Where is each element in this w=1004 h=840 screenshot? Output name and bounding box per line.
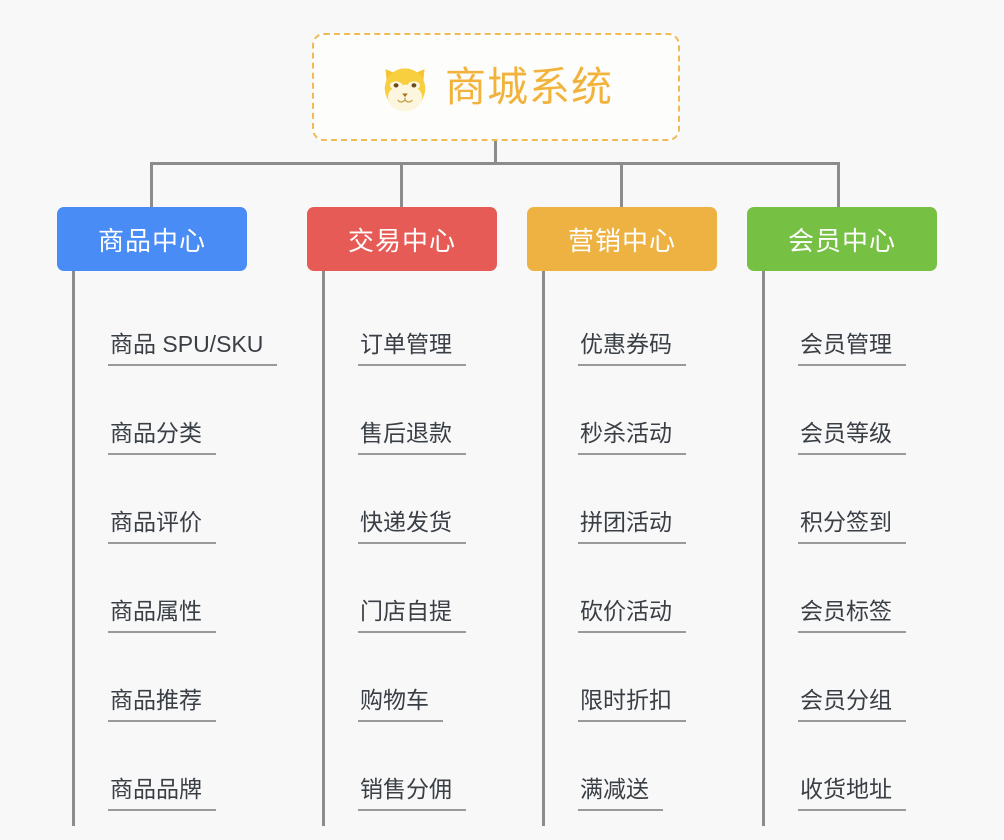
leaf-item[interactable]: 商品推荐 [75, 633, 247, 722]
category-header-4-label: 会员中心 [787, 225, 896, 256]
leaf-item[interactable]: 积分签到 [765, 455, 937, 544]
leaf-item[interactable]: 会员标签 [765, 544, 937, 633]
leaf-label: 商品评价 [108, 508, 216, 544]
leaf-item[interactable]: 商品评价 [75, 455, 247, 544]
leaf-item[interactable]: 会员管理 [765, 277, 937, 366]
leaf-item[interactable]: 满减送 [545, 722, 717, 811]
branch-spine-2: 订单管理 售后退款 快递发货 门店自提 购物车 销售分佣 [322, 271, 497, 826]
leaf-label: 商品 SPU/SKU [108, 330, 278, 366]
connector-drop-4 [837, 162, 840, 209]
leaf-label: 售后退款 [358, 419, 466, 455]
leaf-label: 订单管理 [358, 330, 466, 366]
root-node[interactable]: 商城系统 [312, 33, 680, 141]
leaf-label: 商品分类 [108, 419, 216, 455]
leaf-label: 快递发货 [358, 508, 466, 544]
leaf-item[interactable]: 订单管理 [325, 277, 497, 366]
leaf-item[interactable]: 购物车 [325, 633, 497, 722]
branch-column-1: 商品中心 商品 SPU/SKU 商品分类 商品评价 商品属性 商品推荐 商品品牌 [57, 207, 278, 826]
leaf-label: 商品属性 [108, 597, 216, 633]
leaf-item[interactable]: 优惠券码 [545, 277, 717, 366]
category-header-2-label: 交易中心 [347, 225, 456, 256]
connector-drop-2 [400, 162, 403, 209]
connector-drop-3 [620, 162, 623, 209]
leaf-label: 会员等级 [798, 419, 906, 455]
branch-column-2: 交易中心 订单管理 售后退款 快递发货 门店自提 购物车 销售分佣 [307, 207, 497, 826]
category-header-2[interactable]: 交易中心 [307, 207, 497, 271]
leaf-label: 会员标签 [798, 597, 906, 633]
leaf-label: 积分签到 [798, 508, 906, 544]
leaf-label: 购物车 [358, 686, 443, 722]
category-header-1-label: 商品中心 [97, 225, 206, 256]
branch-spine-4: 会员管理 会员等级 积分签到 会员标签 会员分组 收货地址 [762, 271, 937, 826]
leaf-item[interactable]: 会员分组 [765, 633, 937, 722]
leaf-item[interactable]: 商品分类 [75, 366, 247, 455]
leaf-label: 满减送 [578, 775, 663, 811]
category-header-3[interactable]: 营销中心 [527, 207, 717, 271]
category-header-4[interactable]: 会员中心 [747, 207, 937, 271]
leaf-item[interactable]: 收货地址 [765, 722, 937, 811]
root-title: 商城系统 [445, 63, 613, 110]
leaf-label: 砍价活动 [578, 597, 686, 633]
leaf-item[interactable]: 快递发货 [325, 455, 497, 544]
connector-drop-1 [150, 162, 153, 209]
leaf-item[interactable]: 会员等级 [765, 366, 937, 455]
branch-column-4: 会员中心 会员管理 会员等级 积分签到 会员标签 会员分组 收货地址 [747, 207, 937, 826]
leaf-item[interactable]: 商品品牌 [75, 722, 247, 811]
branch-column-3: 营销中心 优惠券码 秒杀活动 拼团活动 砍价活动 限时折扣 满减送 [527, 207, 717, 826]
leaf-item[interactable]: 秒杀活动 [545, 366, 717, 455]
shiba-dog-icon [384, 68, 426, 112]
leaf-label: 收货地址 [798, 775, 906, 811]
leaf-label: 会员管理 [798, 330, 906, 366]
leaf-label: 秒杀活动 [578, 419, 686, 455]
leaf-item[interactable]: 限时折扣 [545, 633, 717, 722]
connector-horizontal-bus [150, 162, 840, 165]
branch-spine-3: 优惠券码 秒杀活动 拼团活动 砍价活动 限时折扣 满减送 [542, 271, 717, 826]
leaf-label: 销售分佣 [358, 775, 466, 811]
leaf-label: 商品推荐 [108, 686, 216, 722]
leaf-item[interactable]: 商品 SPU/SKU [75, 277, 278, 366]
leaf-label: 会员分组 [798, 686, 906, 722]
leaf-label: 限时折扣 [578, 686, 686, 722]
leaf-label: 优惠券码 [578, 330, 686, 366]
connector-root-stem [494, 141, 497, 165]
category-header-1[interactable]: 商品中心 [57, 207, 247, 271]
leaf-label: 拼团活动 [578, 508, 686, 544]
leaf-item[interactable]: 销售分佣 [325, 722, 497, 811]
leaf-label: 门店自提 [358, 597, 466, 633]
leaf-item[interactable]: 售后退款 [325, 366, 497, 455]
leaf-item[interactable]: 商品属性 [75, 544, 247, 633]
leaf-item[interactable]: 拼团活动 [545, 455, 717, 544]
category-header-3-label: 营销中心 [567, 225, 676, 256]
leaf-item[interactable]: 门店自提 [325, 544, 497, 633]
leaf-label: 商品品牌 [108, 775, 216, 811]
leaf-item[interactable]: 砍价活动 [545, 544, 717, 633]
branch-spine-1: 商品 SPU/SKU 商品分类 商品评价 商品属性 商品推荐 商品品牌 [72, 271, 278, 826]
